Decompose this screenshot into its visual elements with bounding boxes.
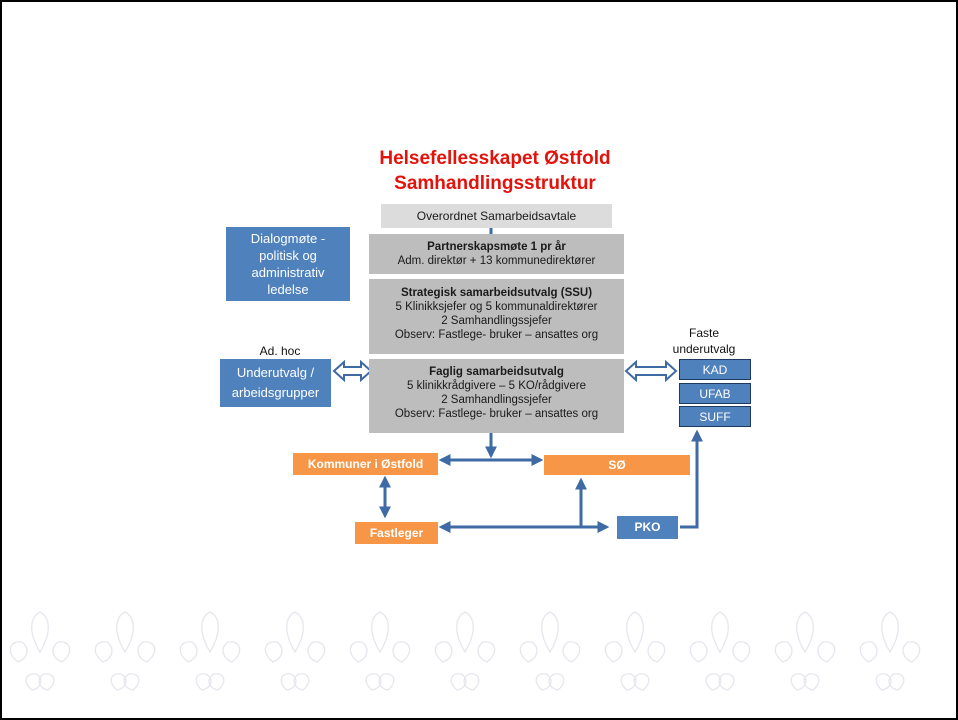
box-partnerskapsmote: Partnerskapsmøte 1 pr år Adm. direktør +… [369,234,624,274]
samarbeidsavtale-label: Overordnet Samarbeidsavtale [416,209,577,223]
underutvalg-line-2: arbeidsgrupper [231,385,320,400]
faste-item-ufab-label: UFAB [699,387,731,401]
pko-label: PKO [634,520,661,534]
faste-item-suff-label: SUFF [699,410,731,424]
fsu-line-3: Observ: Fastlege- bruker – ansattes org [394,408,599,420]
box-faglig-samarbeidsutvalg: Faglig samarbeidsutvalg 5 klinikkrådgive… [369,359,624,433]
adhoc-label: Ad. hoc [259,344,301,358]
box-kommuner: Kommuner i Østfold [293,453,438,475]
block-arrow-adhoc [332,359,373,383]
partnerskapsmote-title: Partnerskapsmøte 1 pr år [427,241,566,253]
fsu-line-1: 5 klinikkrådgivere – 5 KO/rådgivere [407,380,586,392]
underutvalg-line-1: Underutvalg / [236,365,315,380]
partnerskapsmote-line: Adm. direktør + 13 kommunedirektører [397,255,596,267]
box-underutvalg: Underutvalg / arbeidsgrupper [220,359,331,407]
box-fastleger: Fastleger [355,522,438,544]
kommuner-label: Kommuner i Østfold [307,457,424,471]
ssu-line-2: 2 Samhandlingssjefer [441,315,552,327]
ssu-title: Strategisk samarbeidsutvalg (SSU) [400,287,593,299]
faste-underutvalg-label: Faste underutvalg [668,325,740,357]
fsu-title: Faglig samarbeidsutvalg [429,366,564,378]
box-so: SØ [544,455,690,475]
fastleger-label: Fastleger [369,526,424,540]
arrow-pko-to-faste [680,429,703,529]
title-line-2: Samhandlingsstruktur [394,173,596,194]
so-label: SØ [608,458,626,472]
diagram-title: Helsefellesskapet Østfold Samhandlingsst… [300,146,690,196]
dialogmote-line-1: Dialogmøte - [250,231,326,246]
faste-label-line-2: underutvalg [672,342,736,356]
fsu-line-2: 2 Samhandlingssjefer [441,394,552,406]
box-samarbeidsavtale: Overordnet Samarbeidsavtale [381,204,612,228]
dialogmote-line-4: ledelse [267,282,309,297]
ssu-line-1: 5 Klinikksjefer og 5 kommunaldirektører [395,301,598,313]
faste-item-suff: SUFF [679,406,751,427]
title-line-1: Helsefellesskapet Østfold [379,148,611,169]
dialogmote-line-3: administrativ [251,265,325,280]
faste-item-kad: KAD [679,359,751,380]
dialogmote-line-2: politisk og [259,248,317,263]
box-ssu: Strategisk samarbeidsutvalg (SSU) 5 Klin… [369,279,624,354]
faste-item-kad-label: KAD [702,363,728,377]
faste-label-line-1: Faste [688,326,719,340]
box-pko: PKO [617,516,678,539]
faste-item-ufab: UFAB [679,383,751,404]
block-arrow-faste [624,359,678,383]
ssu-line-3: Observ: Fastlege- bruker – ansattes org [394,329,599,341]
box-dialogmote: Dialogmøte - politisk og administrativ l… [226,227,350,301]
